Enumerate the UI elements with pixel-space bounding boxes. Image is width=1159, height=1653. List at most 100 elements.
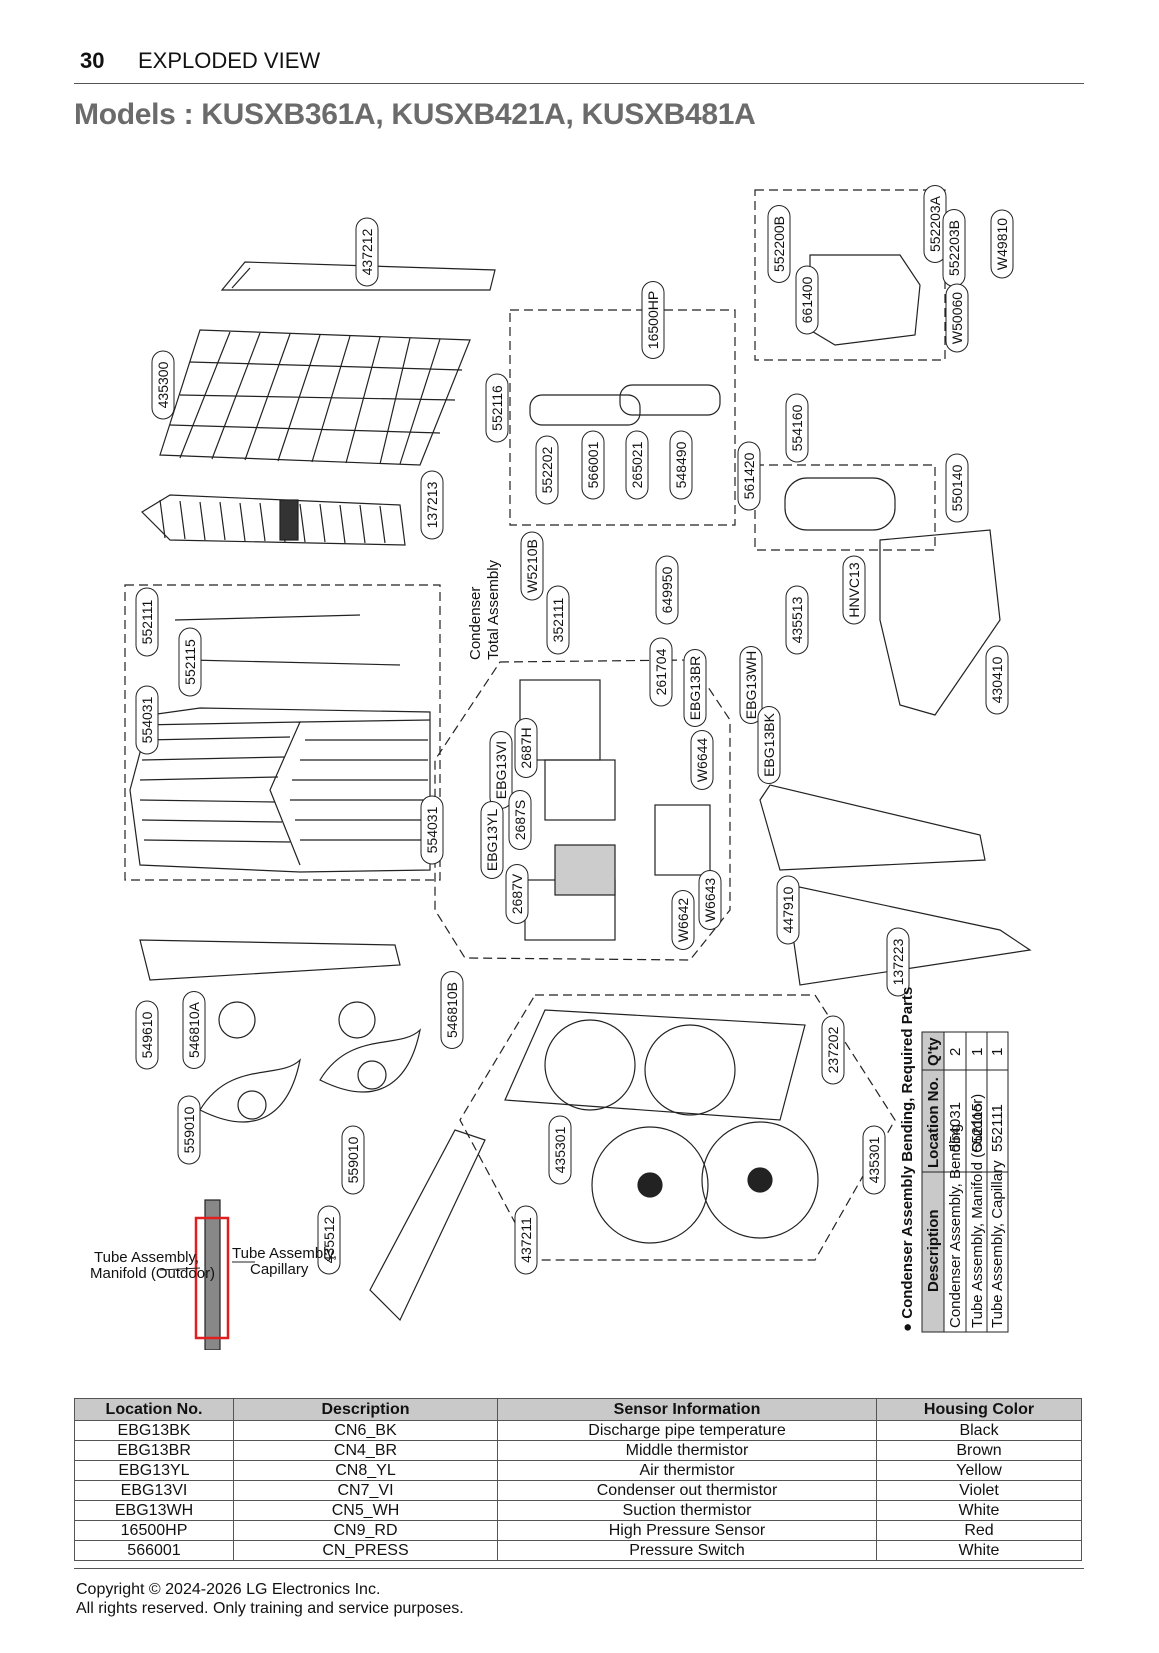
callout-text: 265021 [629, 441, 645, 488]
callout-137213: 137213 [420, 470, 444, 540]
callout-ebg13yl: EBG13YL [480, 801, 504, 879]
callout-447910: 447910 [776, 875, 800, 945]
cell-sensor-info: High Pressure Sensor [497, 1520, 877, 1541]
cell-location: 16500HP [74, 1520, 234, 1541]
callout-552202: 552202 [535, 435, 559, 505]
callout-text: 552202 [539, 446, 555, 493]
callout-text: W49810 [994, 218, 1010, 270]
callout-text: 552200B [771, 216, 787, 272]
callout-546810b: 546810B [440, 971, 464, 1049]
callout-text: 561420 [741, 452, 757, 499]
callout-552200b: 552200B [767, 205, 791, 283]
callout-ebg13wh: EBG13WH [739, 646, 763, 724]
callout-435513: 435513 [785, 585, 809, 655]
cell-housing-color: Brown [876, 1440, 1082, 1461]
callout-text: 566001 [585, 441, 601, 488]
callout-text: 559010 [345, 1136, 361, 1183]
callout-437211: 437211 [514, 1205, 538, 1275]
callout-text: 559010 [181, 1106, 197, 1153]
callout-text: 649950 [659, 566, 675, 613]
bending-header-qty: Q'ty [925, 1037, 942, 1066]
callout-text: EBG13YL [484, 809, 500, 871]
cell-housing-color: White [876, 1540, 1082, 1561]
callout-2687h: 2687H [514, 718, 538, 778]
bending-row-3-desc: Tube Assembly, Capillary [989, 1160, 1006, 1328]
cell-housing-color: White [876, 1500, 1082, 1521]
cell-description: CN7_VI [233, 1480, 498, 1501]
cell-description: CN_PRESS [233, 1540, 498, 1561]
callout-text: 16500HP [645, 291, 661, 349]
callout-text: EBG13WH [743, 651, 759, 719]
callout-w6643: W6643 [698, 870, 722, 930]
condenser-coil [129, 707, 431, 873]
bending-row-2-qty: 1 [969, 1048, 986, 1056]
callout-552111: 552111 [135, 587, 159, 657]
bending-header-loc: Location No. [925, 1077, 942, 1168]
bending-table: ● Condenser Assembly Bending, Required P… [899, 987, 1009, 1333]
callout-ebg13vi: EBG13VI [489, 731, 513, 809]
callout-text: 2687S [512, 800, 528, 840]
callout-16500hp: 16500HP [641, 281, 665, 359]
callout-text: HNVC13 [846, 562, 862, 617]
callout-text: 261704 [653, 648, 669, 695]
callout-w49810: W49810 [990, 209, 1014, 279]
callout-430410: 430410 [985, 645, 1009, 715]
callout-text: 554031 [424, 806, 440, 853]
page-number: 30 [80, 48, 105, 73]
callout-554031: 554031 [135, 685, 159, 755]
cell-description: CN8_YL [233, 1460, 498, 1481]
header-housing-color: Housing Color [876, 1398, 1082, 1421]
callout-text: 137213 [424, 481, 440, 528]
callout-text: 437212 [359, 228, 375, 275]
callout-554160: 554160 [785, 393, 809, 463]
callout-552203a: 552203A [923, 185, 947, 263]
motor-bracket [139, 939, 401, 981]
callout-text: 435301 [552, 1126, 568, 1173]
callout-text: 435513 [789, 596, 805, 643]
wire-grille [159, 329, 471, 466]
callout-w6644: W6644 [690, 730, 714, 790]
callout-text: 546810A [186, 1001, 202, 1058]
callout-text: 554160 [789, 404, 805, 451]
callout-435300: 435300 [151, 350, 175, 420]
front-panel [369, 1129, 486, 1322]
callout-text: W6643 [702, 878, 718, 923]
callout-546810a: 546810A [182, 991, 206, 1069]
callout-text: 552203A [927, 195, 943, 252]
cell-housing-color: Black [876, 1420, 1082, 1441]
callout-552203b: 552203B [942, 209, 966, 287]
callout-text: W5210B [524, 539, 540, 593]
callout-text: 435512 [321, 1216, 337, 1263]
cell-description: CN5_WH [233, 1500, 498, 1521]
pipe-box [509, 309, 736, 526]
bending-row-1-loc: 554031 [947, 1102, 964, 1152]
callout-text: EBG13BK [761, 712, 777, 776]
callout-137223: 137223 [886, 927, 910, 997]
cell-description: CN9_RD [233, 1520, 498, 1541]
callout-text: 550140 [949, 464, 965, 511]
callout-text: 548490 [673, 441, 689, 488]
copyright: Copyright © 2024-2026 LG Electronics Inc… [76, 1580, 464, 1618]
fan-guard-outline [459, 994, 896, 1261]
cell-location: EBG13WH [74, 1500, 234, 1521]
callout-text: 237202 [825, 1026, 841, 1073]
callout-text: 2687H [518, 727, 534, 768]
cell-description: CN4_BR [233, 1440, 498, 1461]
tube-capillary-label-1: Tube Assembly, [232, 1245, 337, 1262]
cell-sensor-info: Condenser out thermistor [497, 1480, 877, 1501]
tube-column [204, 1199, 221, 1350]
bending-row-3-loc: 552111 [989, 1104, 1006, 1152]
callout-text: 430410 [989, 656, 1005, 703]
callout-2687s: 2687S [508, 790, 532, 850]
tube-highlight [194, 1216, 230, 1340]
callout-352111: 352111 [546, 585, 570, 655]
tube-manifold-label-1: Tube Assembly, [94, 1249, 199, 1266]
callout-hnvc13: HNVC13 [842, 555, 866, 625]
